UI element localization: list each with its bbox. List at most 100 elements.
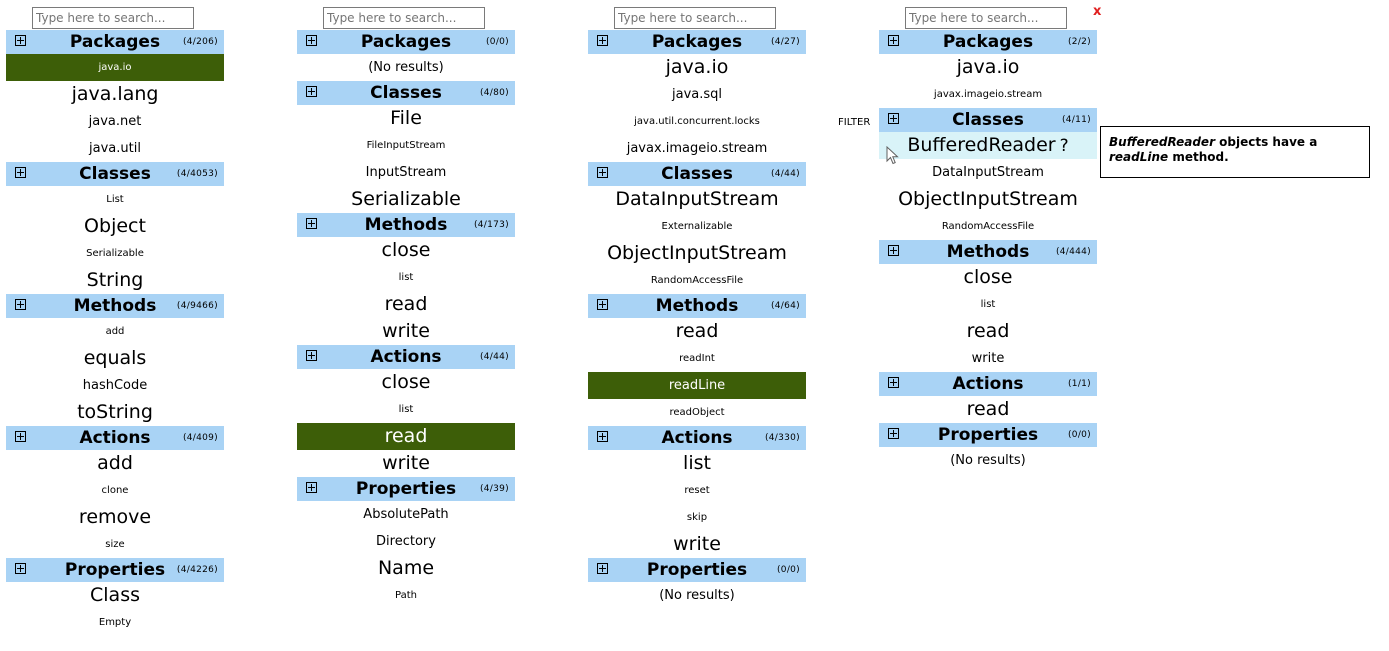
list-item[interactable]: List [6, 186, 224, 213]
section-header-properties[interactable]: Properties(4/4226) [6, 558, 224, 582]
list-item[interactable]: readLine [588, 372, 806, 399]
list-item[interactable]: java.sql [588, 81, 806, 108]
list-item[interactable]: clone [6, 477, 224, 504]
list-item[interactable]: toString [6, 399, 224, 426]
search-input[interactable] [614, 7, 776, 29]
list-item[interactable]: Externalizable [588, 213, 806, 240]
list-item[interactable]: remove [6, 504, 224, 531]
expand-icon[interactable] [597, 563, 608, 574]
section-header-classes[interactable]: Classes(4/11) [879, 108, 1097, 132]
expand-icon[interactable] [597, 431, 608, 442]
expand-icon[interactable] [15, 35, 26, 46]
list-item[interactable]: list [297, 396, 515, 423]
help-icon[interactable]: ? [1059, 136, 1069, 156]
section-header-methods[interactable]: Methods(4/64) [588, 294, 806, 318]
list-item[interactable]: equals [6, 345, 224, 372]
expand-icon[interactable] [306, 482, 317, 493]
list-item[interactable]: read [297, 423, 515, 450]
list-item[interactable]: write [297, 318, 515, 345]
section-header-methods[interactable]: Methods(4/9466) [6, 294, 224, 318]
expand-icon[interactable] [888, 245, 899, 256]
section-header-actions[interactable]: Actions(4/44) [297, 345, 515, 369]
list-item[interactable]: DataInputStream [879, 159, 1097, 186]
list-item[interactable]: skip [588, 504, 806, 531]
list-item[interactable]: Path [297, 582, 515, 609]
list-item[interactable]: Empty [6, 609, 224, 636]
list-item[interactable]: java.net [6, 108, 224, 135]
list-item[interactable]: write [879, 345, 1097, 372]
list-item[interactable]: RandomAccessFile [588, 267, 806, 294]
list-item[interactable]: readInt [588, 345, 806, 372]
section-header-packages[interactable]: Packages(0/0) [297, 30, 515, 54]
list-item[interactable]: String [6, 267, 224, 294]
expand-icon[interactable] [888, 377, 899, 388]
expand-icon[interactable] [306, 218, 317, 229]
list-item[interactable]: Directory [297, 528, 515, 555]
expand-icon[interactable] [888, 35, 899, 46]
list-item[interactable]: java.util.concurrent.locks [588, 108, 806, 135]
list-item[interactable]: add [6, 450, 224, 477]
list-item[interactable]: size [6, 531, 224, 558]
list-item[interactable]: list [588, 450, 806, 477]
search-input[interactable] [32, 7, 194, 29]
section-header-actions[interactable]: Actions(4/409) [6, 426, 224, 450]
section-header-actions[interactable]: Actions(1/1) [879, 372, 1097, 396]
list-item[interactable]: RandomAccessFile [879, 213, 1097, 240]
expand-icon[interactable] [597, 299, 608, 310]
list-item[interactable]: reset [588, 477, 806, 504]
list-item[interactable]: ObjectInputStream [879, 186, 1097, 213]
section-header-classes[interactable]: Classes(4/4053) [6, 162, 224, 186]
expand-icon[interactable] [306, 350, 317, 361]
list-item[interactable]: java.io [588, 54, 806, 81]
section-header-packages[interactable]: Packages(4/206) [6, 30, 224, 54]
expand-icon[interactable] [888, 428, 899, 439]
list-item[interactable]: Serializable [297, 186, 515, 213]
expand-icon[interactable] [306, 35, 317, 46]
section-header-properties[interactable]: Properties(4/39) [297, 477, 515, 501]
list-item[interactable]: hashCode [6, 372, 224, 399]
list-item[interactable]: java.lang [6, 81, 224, 108]
list-item[interactable]: list [297, 264, 515, 291]
expand-icon[interactable] [15, 563, 26, 574]
list-item[interactable]: FileInputStream [297, 132, 515, 159]
section-header-properties[interactable]: Properties(0/0) [879, 423, 1097, 447]
section-header-packages[interactable]: Packages(4/27) [588, 30, 806, 54]
section-header-classes[interactable]: Classes(4/80) [297, 81, 515, 105]
list-item[interactable]: File [297, 105, 515, 132]
list-item[interactable]: Object [6, 213, 224, 240]
list-item[interactable]: Class [6, 582, 224, 609]
list-item[interactable]: close [297, 237, 515, 264]
section-header-packages[interactable]: Packages(2/2) [879, 30, 1097, 54]
list-item[interactable]: Name [297, 555, 515, 582]
list-item[interactable]: add [6, 318, 224, 345]
list-item[interactable]: read [879, 318, 1097, 345]
list-item[interactable]: DataInputStream [588, 186, 806, 213]
search-input[interactable] [323, 7, 485, 29]
list-item[interactable]: java.io [6, 54, 224, 81]
expand-icon[interactable] [888, 113, 899, 124]
list-item[interactable]: java.util [6, 135, 224, 162]
list-item[interactable]: javax.imageio.stream [879, 81, 1097, 108]
expand-icon[interactable] [15, 167, 26, 178]
list-item[interactable]: Serializable [6, 240, 224, 267]
list-item[interactable]: write [297, 450, 515, 477]
list-item[interactable]: ObjectInputStream [588, 240, 806, 267]
section-header-methods[interactable]: Methods(4/444) [879, 240, 1097, 264]
section-header-classes[interactable]: Classes(4/44) [588, 162, 806, 186]
section-header-actions[interactable]: Actions(4/330) [588, 426, 806, 450]
section-header-properties[interactable]: Properties(0/0) [588, 558, 806, 582]
list-item[interactable]: write [588, 531, 806, 558]
list-item[interactable]: javax.imageio.stream [588, 135, 806, 162]
list-item[interactable]: AbsolutePath [297, 501, 515, 528]
list-item[interactable]: readObject [588, 399, 806, 426]
expand-icon[interactable] [15, 431, 26, 442]
close-button[interactable]: x [1093, 4, 1102, 19]
list-item[interactable]: read [879, 396, 1097, 423]
expand-icon[interactable] [306, 86, 317, 97]
expand-icon[interactable] [15, 299, 26, 310]
expand-icon[interactable] [597, 167, 608, 178]
section-header-methods[interactable]: Methods(4/173) [297, 213, 515, 237]
list-item[interactable]: read [588, 318, 806, 345]
expand-icon[interactable] [597, 35, 608, 46]
list-item[interactable]: java.io [879, 54, 1097, 81]
